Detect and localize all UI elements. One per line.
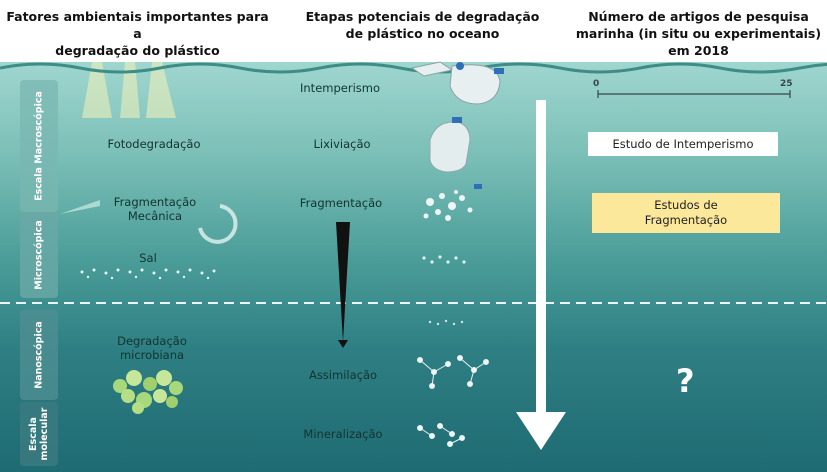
- fragmentation-study-line-1: Estudos de: [654, 198, 718, 212]
- factor-mechanical-line-1: Fragmentação: [113, 195, 197, 209]
- scale-tag-nano: Nanoscópica: [33, 321, 45, 389]
- header-articles-line-3: em 2018: [668, 43, 729, 58]
- tag-macro-bg: [20, 80, 58, 212]
- header-articles: Número de artigos de pesquisa marinha (i…: [570, 8, 827, 59]
- header-stages-line-1: Etapas potenciais de degradação: [305, 9, 540, 24]
- factor-mechanical-fragmentation: Fragmentação Mecânica: [114, 195, 196, 223]
- mechanical-pointer: [60, 200, 100, 214]
- tag-molecular-bg: [20, 402, 58, 466]
- floating-bottle-icon: [410, 61, 504, 105]
- scale-tag-micro: Microscópica: [33, 220, 45, 290]
- scale-tag-molecular: Escala molecular: [28, 408, 50, 461]
- scale-tag-macro: Escala Macroscópica: [33, 91, 45, 201]
- weathering-study-label: Estudo de Intemperismo: [612, 136, 754, 151]
- header-articles-line-2: marinha (in situ ou experimentais): [575, 26, 822, 41]
- stage-leaching: Lixiviação: [313, 137, 371, 151]
- down-arrow-shaft: [536, 100, 546, 418]
- header-factors: Fatores ambientais importantes para a de…: [0, 8, 275, 59]
- molecules-assimilation-icon: [417, 355, 489, 389]
- unknown-mark: ?: [676, 362, 695, 400]
- scale-tag-molecular-line-2: molecular: [39, 407, 50, 461]
- factor-microbial-line-2: microbiana: [119, 348, 185, 362]
- stage-mineralization: Mineralização: [303, 427, 383, 441]
- header-articles-line-1: Número de artigos de pesquisa: [588, 9, 809, 24]
- factor-microbial-line-1: Degradação: [117, 334, 187, 348]
- bottle-icon: [429, 117, 471, 173]
- factor-salt: Sal: [139, 251, 157, 265]
- fragmentation-study-line-2: Fragmentação: [644, 213, 728, 227]
- header-stages: Etapas potenciais de degradação de plást…: [300, 8, 545, 42]
- down-arrow-icon: [516, 412, 566, 450]
- nanoplastics-icon: [428, 319, 464, 326]
- weathering-study-box: Estudo de Intemperismo: [588, 132, 778, 156]
- factor-microbial-degradation: Degradação microbiana: [117, 334, 187, 362]
- scale-tag-molecular-line-1: Escala: [28, 417, 39, 451]
- tag-nano-bg: [20, 310, 58, 400]
- molecules-mineralization-icon: [417, 423, 465, 447]
- header-factors-line-2: degradação do plástico: [55, 43, 220, 58]
- stage-fragmentation: Fragmentação: [299, 196, 383, 210]
- header-stages-line-2: de plástico no oceano: [345, 26, 500, 41]
- factor-mechanical-line-2: Mecânica: [127, 209, 183, 223]
- factor-photodegradation: Fotodegradação: [107, 137, 201, 151]
- stage-weathering: Intemperismo: [300, 81, 380, 95]
- stage-assimilation: Assimilação: [308, 368, 378, 382]
- circular-arrow-icon: [198, 204, 238, 244]
- axis-tick-label-25: 25: [780, 79, 793, 89]
- header-factors-line-1: Fatores ambientais importantes para a: [6, 9, 269, 41]
- fragmentation-study-box: Estudos de Fragmentação: [592, 193, 780, 233]
- fragments-icon: [423, 184, 482, 221]
- salt-particles: [80, 268, 216, 280]
- wedge-tip: [338, 340, 348, 348]
- tag-micro-bg: [20, 212, 58, 298]
- fragmentation-wedge: [336, 222, 350, 342]
- sun-rays-icon: [82, 62, 176, 118]
- microplastics-icon: [422, 255, 466, 264]
- microbes-icon: [113, 370, 183, 414]
- axis-tick-label-0: 0: [593, 79, 600, 89]
